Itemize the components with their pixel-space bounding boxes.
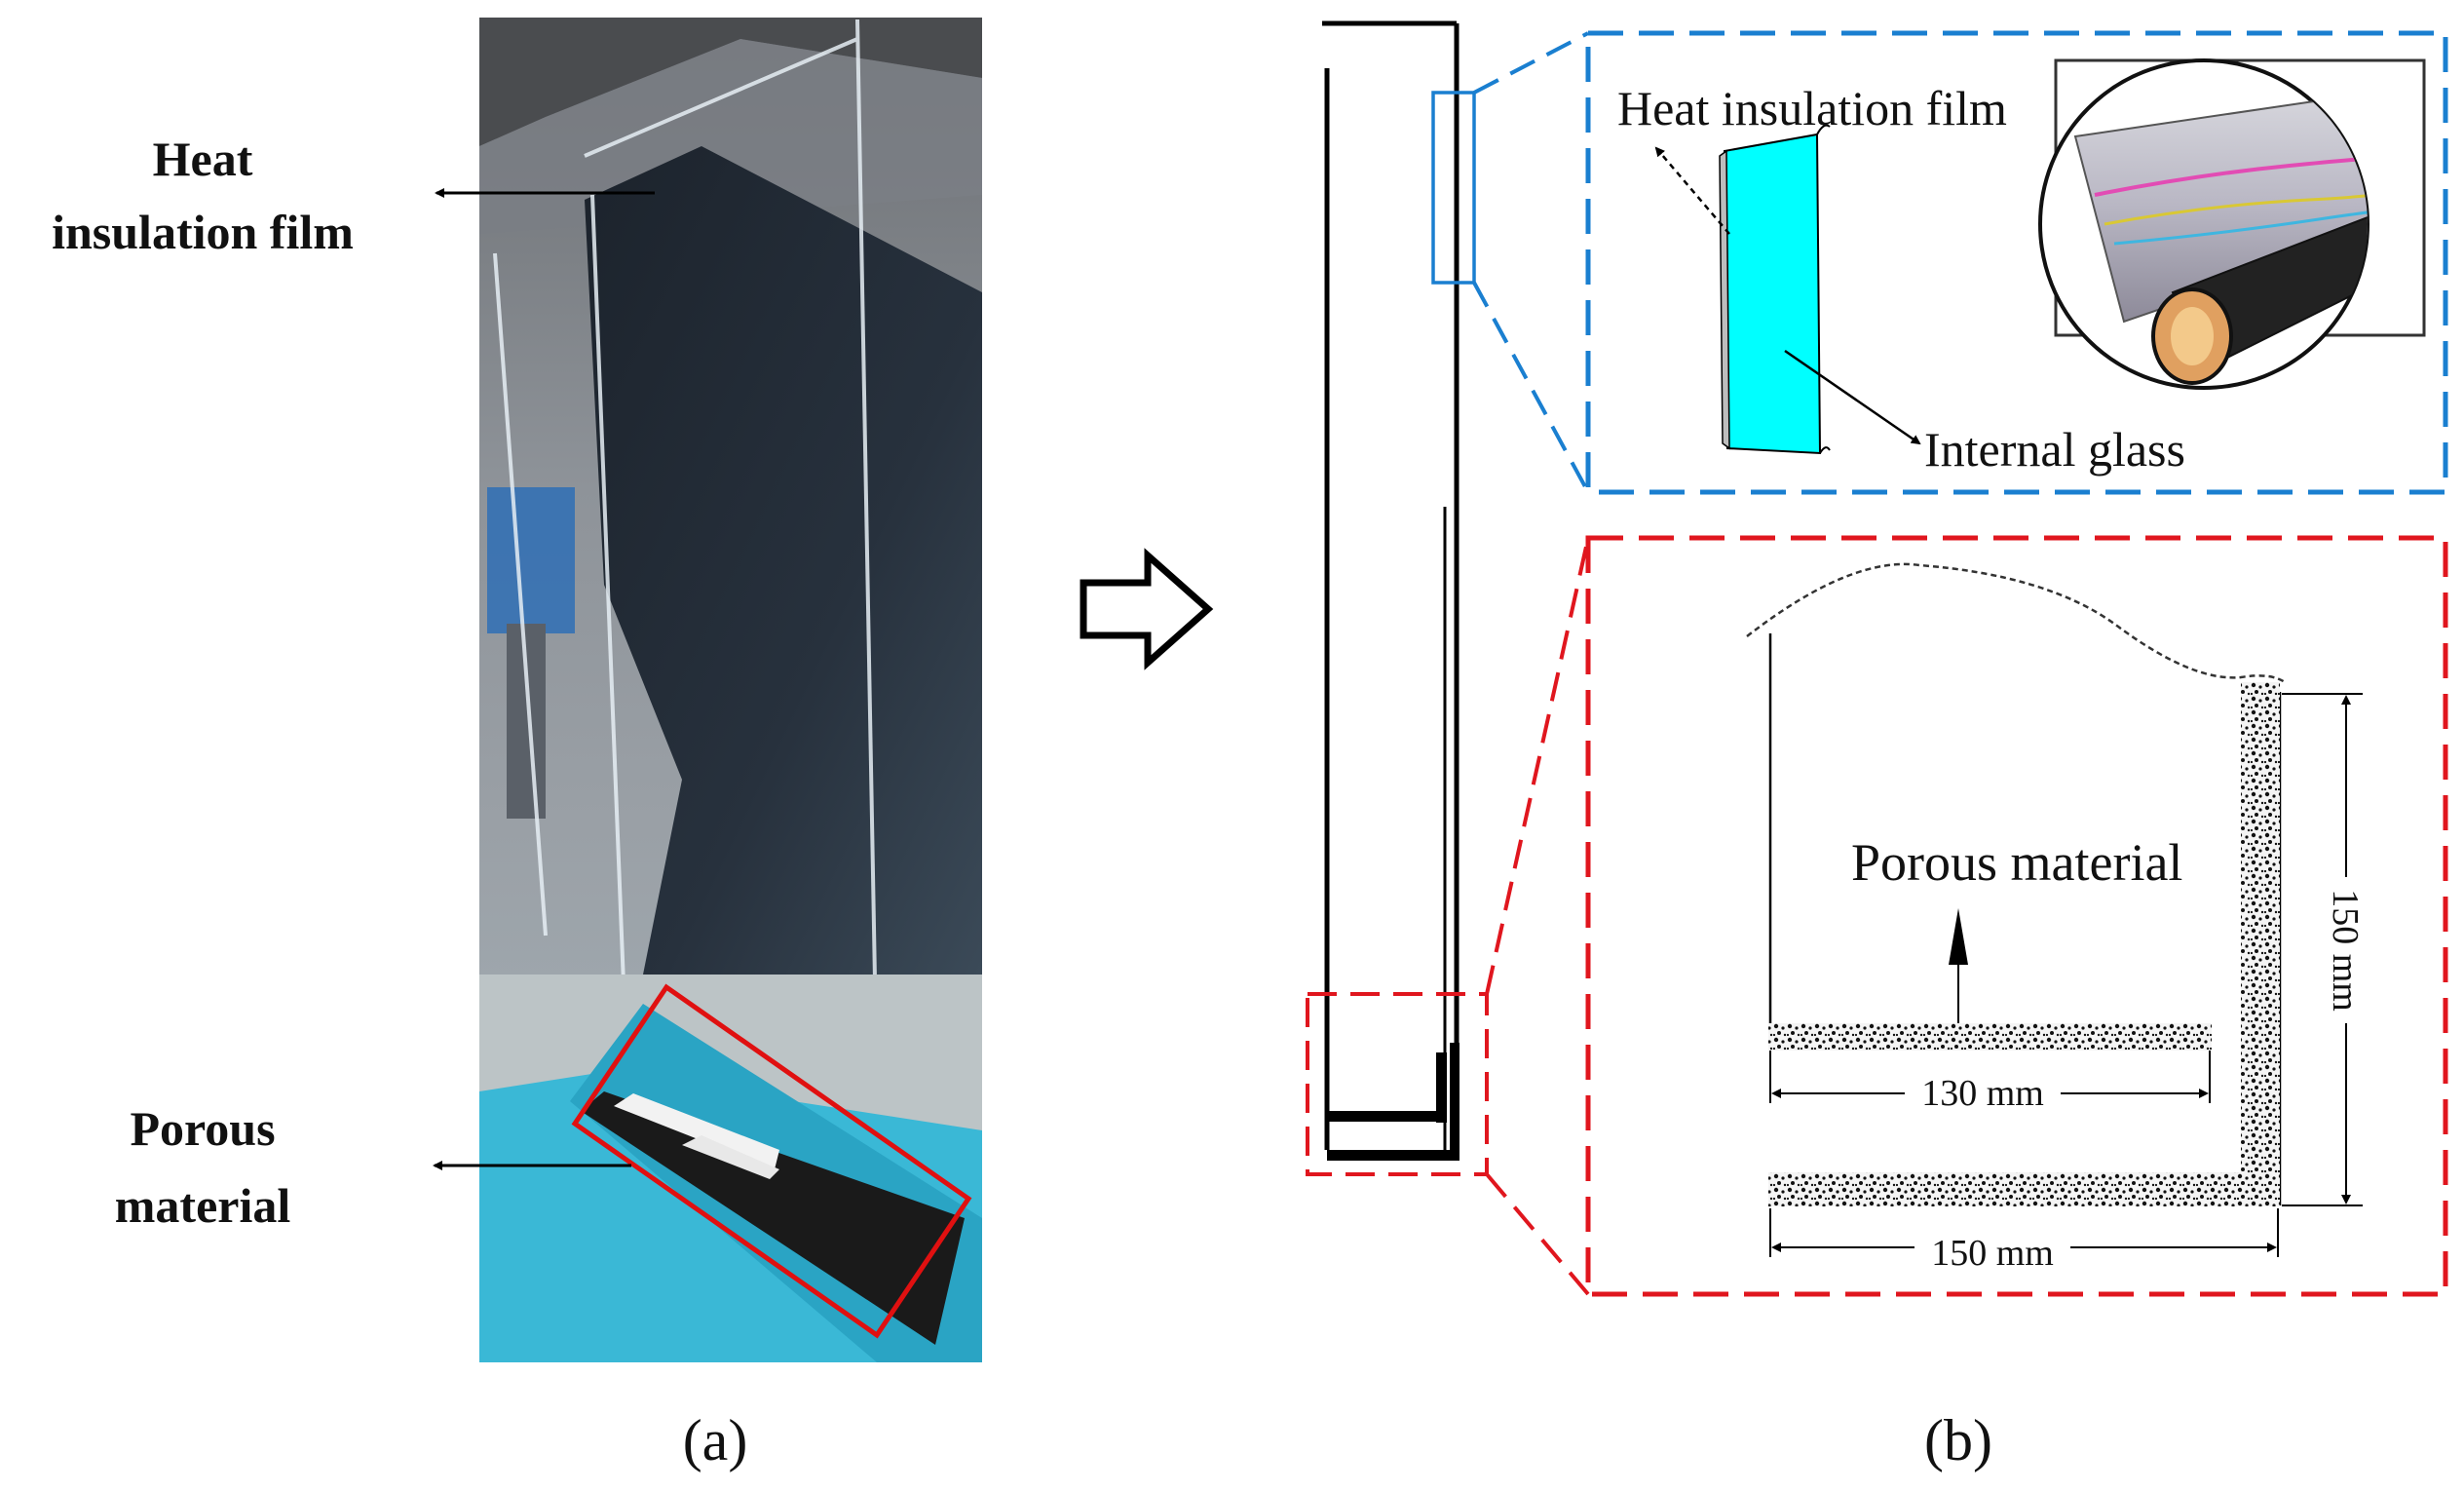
glass-film-sketch [1719,124,1831,455]
panel-a: Heat insulation film Porous material (a) [52,18,982,1472]
detail-bottom-indicator [1306,537,1590,1296]
caption-a: (a) [683,1408,748,1472]
porous-vertical-wall [2241,682,2280,1206]
film-roll-image [2038,58,2426,390]
transition-arrow-icon [1080,548,1214,670]
label-heat-line1: Heat [153,132,253,186]
label-heat-line2: insulation film [52,205,354,259]
label-heat-insulation-film: Heat insulation film [1617,81,2007,135]
arrow-porous-head-icon [1949,908,1968,965]
caption-b: (b) [1924,1408,1992,1472]
arrow-glass [1784,349,1921,445]
panel-b: Heat insulation film Internal glass [1306,20,2448,1472]
detail-bottom-frame: Porous material 130 mm 150 mm [1585,535,2448,1297]
photo-tank [479,18,982,1362]
dim-label-150-horizontal: 150 mm [1931,1233,2054,1274]
dim-label-150-vertical: 150 mm [2325,889,2366,1012]
label-porous-line2: material [115,1178,291,1233]
label-internal-glass: Internal glass [1924,422,2185,477]
arrow-film [1654,146,1730,235]
detail-top-indicator [1431,31,1590,493]
tank-schematic [1322,20,1459,1161]
porous-inner-strip [1768,1023,2212,1051]
detail-top-frame: Heat insulation film Internal glass [1585,30,2448,495]
dim-label-130: 130 mm [1921,1073,2044,1114]
label-porous-line1: Porous [130,1101,275,1156]
porous-outer-strip [1768,1172,2280,1206]
break-line [1746,562,2286,684]
label-porous-material: Porous material [1851,833,2182,892]
porous-highlight-box [571,983,972,1339]
